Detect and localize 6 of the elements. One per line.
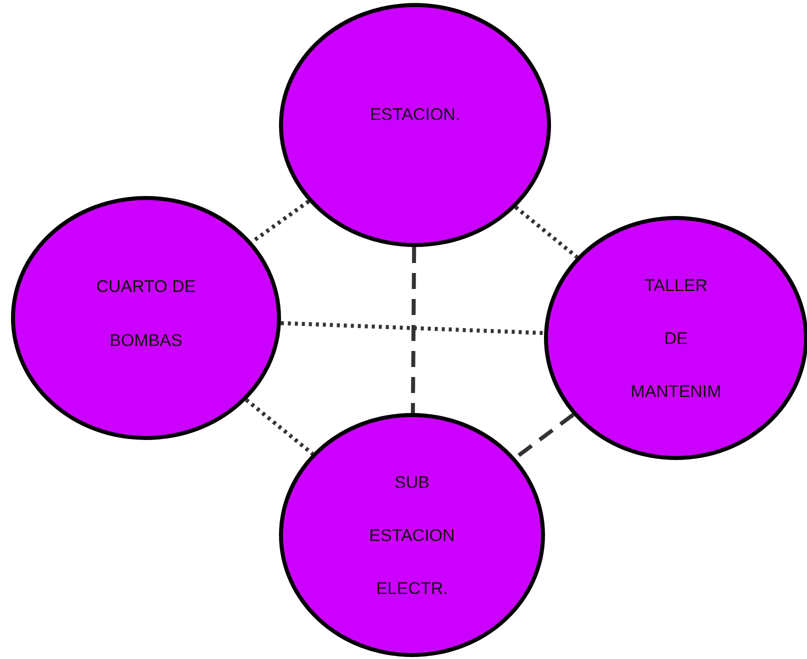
node-label: CUARTO DE BOMBAS [95,276,197,352]
node-label: SUB ESTACION ELECTR. [368,472,456,600]
node-label: TALLER DE MANTENIM [630,274,722,402]
dashed-connector [410,246,416,414]
node-label: ESTACION. [368,104,462,126]
dotted-connector [280,321,544,336]
